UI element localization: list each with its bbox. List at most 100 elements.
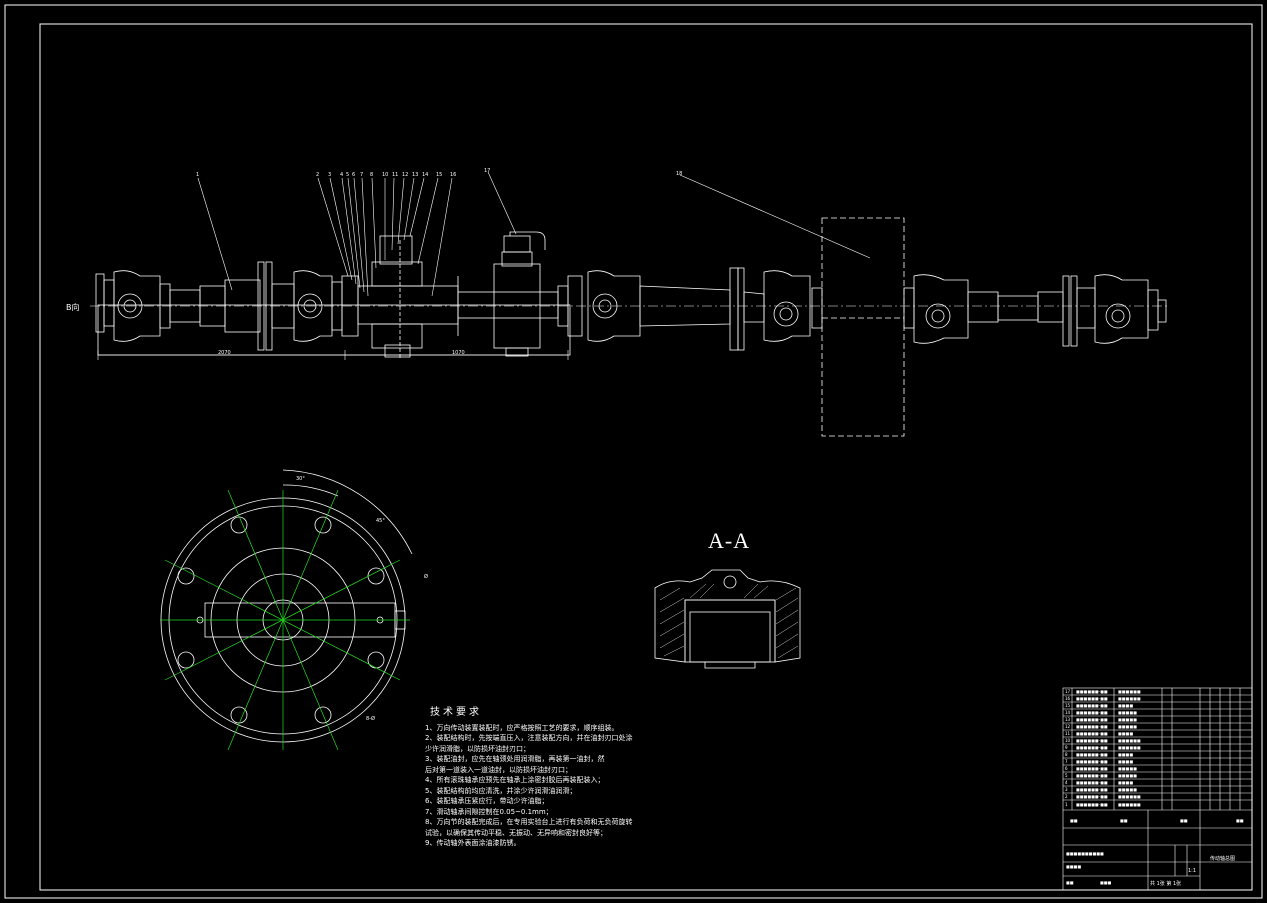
svg-text:1: 1	[1065, 802, 1068, 807]
svg-text:■■: ■■	[1236, 818, 1244, 823]
requirement-item: 少许润滑脂，以防损坏油封刃口；	[425, 744, 530, 753]
svg-text:■■■: ■■■	[1100, 880, 1112, 885]
requirement-item: 8、万向节的装配完成后，在专用实验台上进行有负荷和无负荷旋转	[425, 818, 633, 826]
bom-table	[1062, 687, 1253, 891]
svg-text:5: 5	[346, 172, 349, 178]
svg-text:12: 12	[1065, 724, 1071, 729]
svg-text:13: 13	[1065, 717, 1071, 722]
svg-text:■■■■: ■■■■	[1118, 780, 1133, 785]
svg-text:■■■■■■-■■: ■■■■■■-■■	[1076, 689, 1108, 694]
svg-text:■■■■■■-■■: ■■■■■■-■■	[1076, 766, 1108, 771]
technical-requirements-title: 技术要求	[430, 707, 482, 718]
svg-text:6: 6	[1065, 766, 1068, 771]
requirement-item: 4、所有滚珠轴承应预先在轴承上涂密封胶后再装配装入；	[425, 776, 605, 784]
svg-text:■■■■■: ■■■■■	[1118, 710, 1137, 715]
title-block-scale: 1:1	[1188, 868, 1196, 874]
svg-text:7: 7	[360, 172, 363, 178]
flange-centerlines	[160, 489, 410, 751]
requirement-item: 5、装配结构前均应清洗，并涂少许润滑油润滑；	[425, 786, 577, 795]
svg-text:■■■■■■-■■: ■■■■■■-■■	[1076, 787, 1108, 792]
svg-text:2: 2	[1065, 794, 1068, 799]
svg-text:Ø: Ø	[424, 573, 428, 580]
svg-text:■■■■: ■■■■	[1118, 759, 1133, 764]
view-direction-label: B向	[66, 303, 80, 312]
svg-text:12: 12	[402, 172, 408, 178]
svg-text:15: 15	[436, 172, 442, 178]
svg-text:3: 3	[1065, 787, 1068, 792]
svg-text:■■■■■■-■■: ■■■■■■-■■	[1076, 752, 1108, 757]
svg-text:■■■■: ■■■■	[1118, 731, 1133, 736]
svg-text:■■■■■: ■■■■■	[1118, 766, 1137, 771]
flange-labels: 30° 45° Ø 8-Ø	[296, 476, 428, 722]
requirement-item: 试验，以确保其传动平稳、无振动、无异响和密封良好等；	[425, 828, 607, 837]
dimension-lines	[97, 350, 569, 360]
svg-text:■■■■■■-■■: ■■■■■■-■■	[1076, 794, 1108, 799]
section-aa-ball	[723, 575, 737, 589]
section-aa-label: A-A	[708, 528, 751, 553]
requirement-item: 6、装配轴承压紧应行，带动少许油脂；	[425, 797, 549, 805]
shaft-assembly	[95, 217, 1167, 437]
svg-text:6: 6	[352, 172, 355, 178]
svg-text:17: 17	[1065, 689, 1071, 694]
svg-text:■■■■: ■■■■	[1066, 864, 1081, 869]
svg-text:1: 1	[196, 172, 199, 178]
svg-text:8: 8	[370, 172, 373, 178]
flange-view	[160, 469, 413, 743]
requirement-item: 7、滑动轴承间隙控制在0.05~0.1mm；	[425, 807, 553, 816]
svg-text:7: 7	[1065, 759, 1068, 764]
svg-text:14: 14	[1065, 710, 1071, 715]
svg-text:■■■■■■-■■: ■■■■■■-■■	[1076, 773, 1108, 778]
inner-border	[39, 23, 1253, 891]
svg-text:10: 10	[382, 172, 388, 178]
svg-text:10: 10	[1065, 738, 1071, 743]
bom-text: 17■■■■■■-■■■■■■■■ 16■■■■■■-■■■■■■■■ 15■■…	[1065, 689, 1244, 885]
svg-text:■■■■■■: ■■■■■■	[1118, 696, 1141, 701]
leader-lines	[197, 171, 871, 297]
svg-text:9: 9	[1065, 745, 1068, 750]
svg-text:■■: ■■	[1120, 818, 1128, 823]
svg-text:18: 18	[676, 171, 682, 177]
svg-text:14: 14	[422, 172, 428, 178]
svg-text:■■: ■■	[1180, 818, 1188, 823]
requirement-item: 1、万向传动装置装配时，应严格按照工艺的要求，顺序组装。	[425, 723, 619, 732]
svg-text:■■■■■■-■■: ■■■■■■-■■	[1076, 710, 1108, 715]
svg-text:■■■■■: ■■■■■	[1118, 724, 1137, 729]
svg-text:16: 16	[450, 172, 456, 178]
svg-text:5: 5	[1065, 773, 1068, 778]
requirement-item: 3、装配油封，应先在轴颈处用润滑脂，再装第一油封，然	[425, 755, 605, 763]
svg-text:11: 11	[1065, 731, 1071, 736]
svg-text:■■■■■■-■■: ■■■■■■-■■	[1076, 717, 1108, 722]
title-block-drawing-title: 传动轴总图	[1210, 855, 1235, 862]
svg-text:8-Ø: 8-Ø	[366, 715, 375, 722]
svg-text:■■: ■■	[1070, 818, 1078, 823]
svg-text:■■■■■: ■■■■■	[1118, 717, 1137, 722]
svg-text:■■■■■■-■■: ■■■■■■-■■	[1076, 802, 1108, 807]
svg-text:■■■■■: ■■■■■	[1118, 787, 1137, 792]
requirement-item: 9、传动轴外表面涂油漆防锈。	[425, 839, 521, 847]
svg-text:17: 17	[484, 168, 490, 174]
svg-text:■■■■■■-■■: ■■■■■■-■■	[1076, 738, 1108, 743]
svg-text:■■■■■■-■■: ■■■■■■-■■	[1076, 759, 1108, 764]
section-aa	[654, 569, 801, 669]
svg-text:13: 13	[412, 172, 418, 178]
section-aa-hatch	[659, 583, 799, 659]
svg-text:3: 3	[328, 172, 331, 178]
svg-text:■■■■: ■■■■	[1118, 703, 1133, 708]
technical-requirements: 技术要求 1、万向传动装置装配时，应严格按照工艺的要求，顺序组装。 2、装配结构…	[425, 707, 695, 849]
svg-text:■■: ■■	[1066, 880, 1074, 885]
svg-text:11: 11	[392, 172, 398, 178]
svg-text:■■■■■■-■■: ■■■■■■-■■	[1076, 696, 1108, 701]
requirement-item: 2、装配结构时，先按端直压入，注意装配方向，并在油封刃口处涂	[425, 734, 633, 742]
svg-text:■■■■■■: ■■■■■■	[1118, 794, 1141, 799]
svg-text:■■■■■■-■■: ■■■■■■-■■	[1076, 780, 1108, 785]
svg-text:45°: 45°	[376, 518, 385, 524]
svg-text:■■■■■■■■■■: ■■■■■■■■■■	[1066, 851, 1104, 856]
outer-border	[4, 4, 1263, 899]
svg-text:■■■■■■: ■■■■■■	[1118, 745, 1141, 750]
svg-text:16: 16	[1065, 696, 1071, 701]
svg-text:■■■■■■: ■■■■■■	[1118, 802, 1141, 807]
svg-text:30°: 30°	[296, 476, 305, 482]
title-block-sheet: 共 1张 第 1张	[1150, 880, 1181, 887]
svg-text:■■■■■: ■■■■■	[1118, 773, 1137, 778]
